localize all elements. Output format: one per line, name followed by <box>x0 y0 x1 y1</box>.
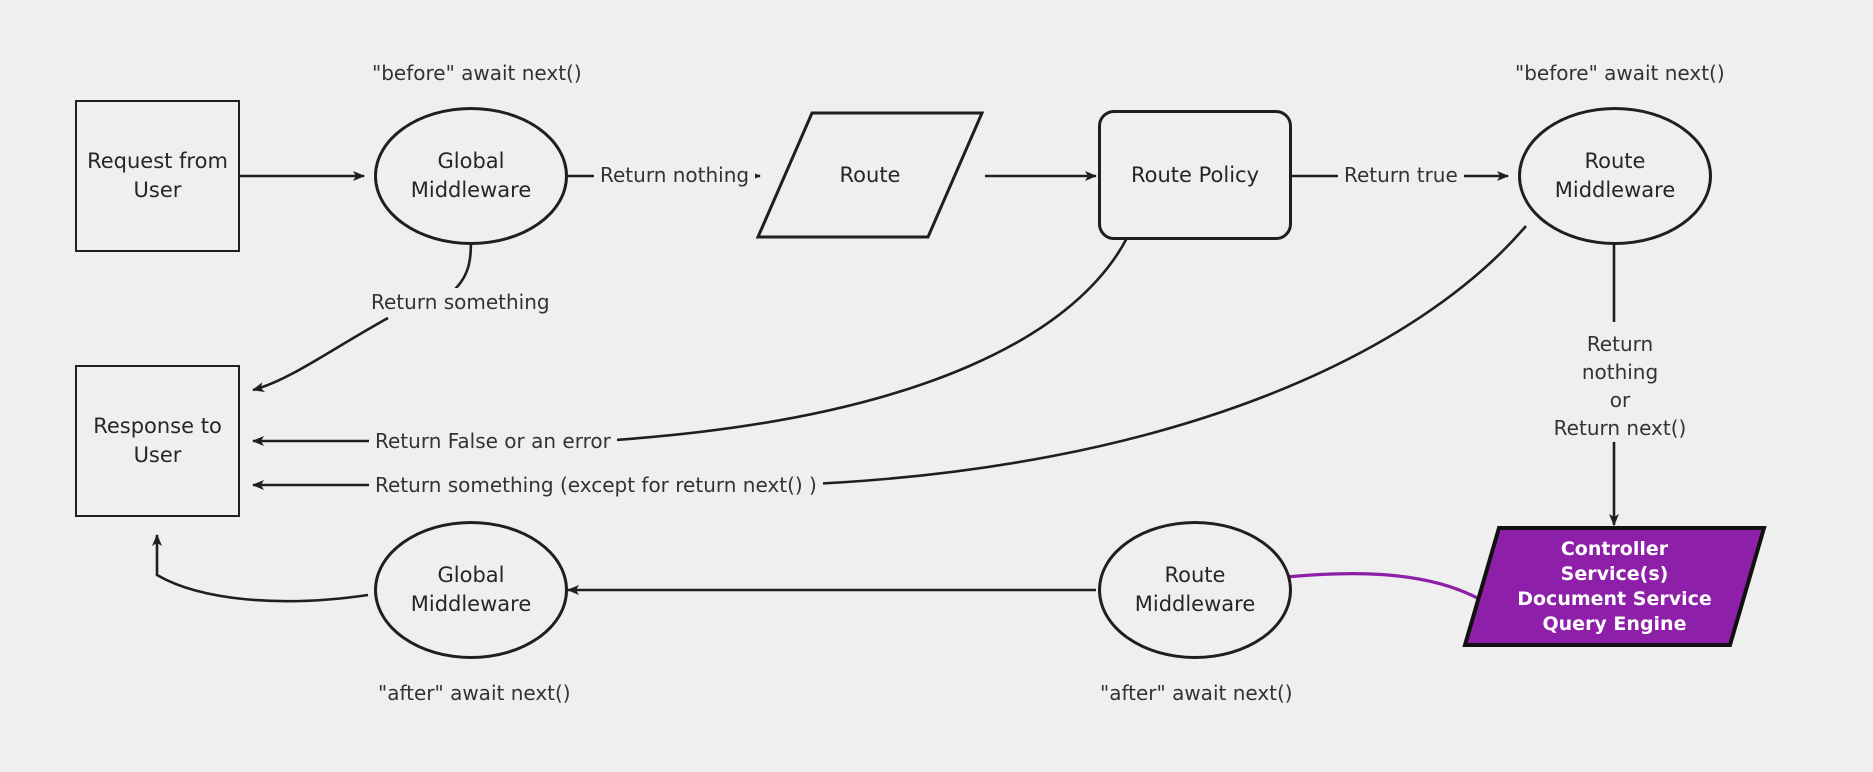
edge-global-middleware-to-response-tail <box>252 316 389 392</box>
node-route-policy-label: Route Policy <box>1130 162 1260 187</box>
node-request-from-user-label: Request from User <box>87 149 228 202</box>
edge-route-policy-to-response <box>599 235 1130 443</box>
node-route-middleware-before-label: Route Middleware <box>1554 149 1676 202</box>
caption-after-global-middleware: "after" await next() <box>378 681 571 705</box>
edge-label-return-something-except-next: Return something (except for return next… <box>369 471 823 499</box>
node-global-middleware-before[interactable]: Global Middleware <box>374 107 568 245</box>
edge-label-return-nothing: Return nothing <box>594 161 756 189</box>
edge-label-return-something: Return something <box>365 288 556 316</box>
node-controller-services[interactable]: Controller Service(s) Document Service Q… <box>1462 525 1767 648</box>
caption-after-route-middleware: "after" await next() <box>1100 681 1293 705</box>
edge-global-middleware-after-to-response <box>152 534 369 603</box>
node-route-middleware-after[interactable]: Route Middleware <box>1098 521 1292 659</box>
edge-label-return-true: Return true <box>1338 161 1464 189</box>
node-route-middleware-after-label: Route Middleware <box>1134 563 1256 616</box>
route-parallelogram-shape <box>755 111 985 239</box>
node-route-policy[interactable]: Route Policy <box>1098 110 1292 240</box>
node-route-middleware-before[interactable]: Route Middleware <box>1518 107 1712 245</box>
edge-label-return-false-or-error: Return False or an error <box>369 427 617 455</box>
node-response-to-user[interactable]: Response to User <box>75 365 240 517</box>
node-global-middleware-after-label: Global Middleware <box>410 563 532 616</box>
caption-before-route-middleware: "before" await next() <box>1515 61 1725 85</box>
edge-label-return-nothing-or-next: Return nothing or Return next() <box>1540 330 1700 442</box>
controller-services-parallelogram-shape <box>1462 526 1767 647</box>
caption-before-global-middleware: "before" await next() <box>372 61 582 85</box>
node-route[interactable]: Route <box>755 110 985 240</box>
node-global-middleware-after[interactable]: Global Middleware <box>374 521 568 659</box>
node-response-to-user-label: Response to User <box>93 414 222 467</box>
node-request-from-user[interactable]: Request from User <box>75 100 240 252</box>
node-global-middleware-before-label: Global Middleware <box>410 149 532 202</box>
edge-route-middleware-to-response <box>789 225 1527 487</box>
